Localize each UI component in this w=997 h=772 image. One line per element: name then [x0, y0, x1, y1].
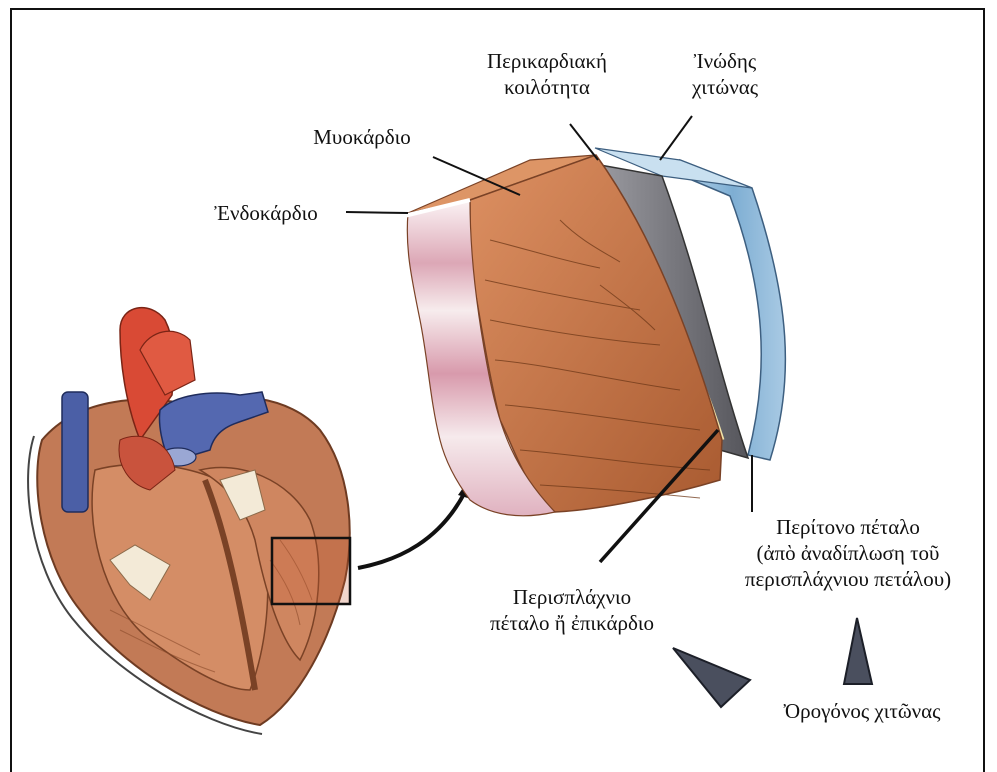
magnify-box — [272, 538, 350, 604]
leader-endocardium — [346, 212, 408, 213]
label-serous-layer: Ὀρογόνος χιτῶνας — [742, 698, 982, 724]
label-visceral-line2: πέταλο ἤ ἐπικάρδιο — [462, 610, 682, 636]
label-pericardial-cavity: Περικαρδιακή κοιλότητα — [452, 48, 642, 100]
label-myocardium: Μυοκάρδιο — [292, 124, 432, 150]
heart-illustration — [28, 308, 350, 734]
label-endocardium: Ἐνδοκάρδιο — [186, 200, 346, 226]
vena-cava — [62, 392, 88, 512]
label-parietal-line2: (ἀπὸ ἀναδίπλωση τοῦ — [708, 540, 988, 566]
leader-fibrous — [660, 116, 692, 160]
label-parietal-line1: Περίτονο πέταλο — [708, 514, 988, 540]
label-pericardial-cavity-line1: Περικαρδιακή — [452, 48, 642, 74]
label-fibrous-line2: χιτώνας — [665, 74, 785, 100]
pointer-triangle-right — [844, 618, 872, 684]
label-fibrous-line1: Ἰνώδης — [665, 48, 785, 74]
heart-wall-section — [404, 148, 785, 516]
zoom-arrow — [358, 492, 465, 568]
label-visceral-layer: Περισπλάχνιο πέταλο ἤ ἐπικάρδιο — [462, 584, 682, 636]
label-parietal-layer: Περίτονο πέταλο (ἀπὸ ἀναδίπλωση τοῦ περι… — [708, 514, 988, 592]
label-fibrous-layer: Ἰνώδης χιτώνας — [665, 48, 785, 100]
pointer-triangle-left — [673, 648, 750, 707]
label-pericardial-cavity-line2: κοιλότητα — [452, 74, 642, 100]
leader-pericardial-cavity — [570, 124, 598, 160]
label-parietal-line3: περισπλάχνιου πετάλου) — [708, 566, 988, 592]
label-visceral-line1: Περισπλάχνιο — [462, 584, 682, 610]
